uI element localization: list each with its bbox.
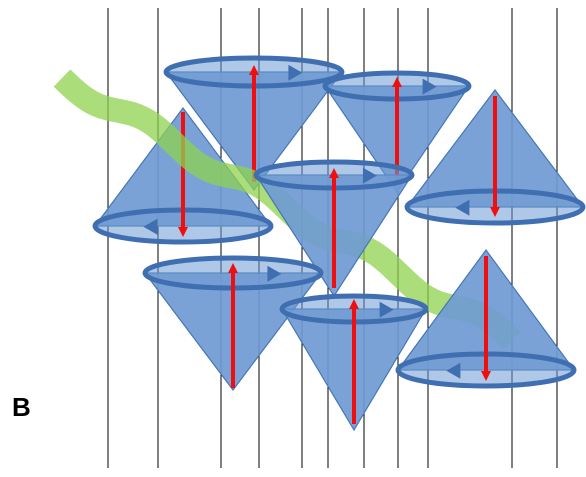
precession-cone — [398, 250, 574, 386]
panel-label: B — [12, 392, 31, 423]
